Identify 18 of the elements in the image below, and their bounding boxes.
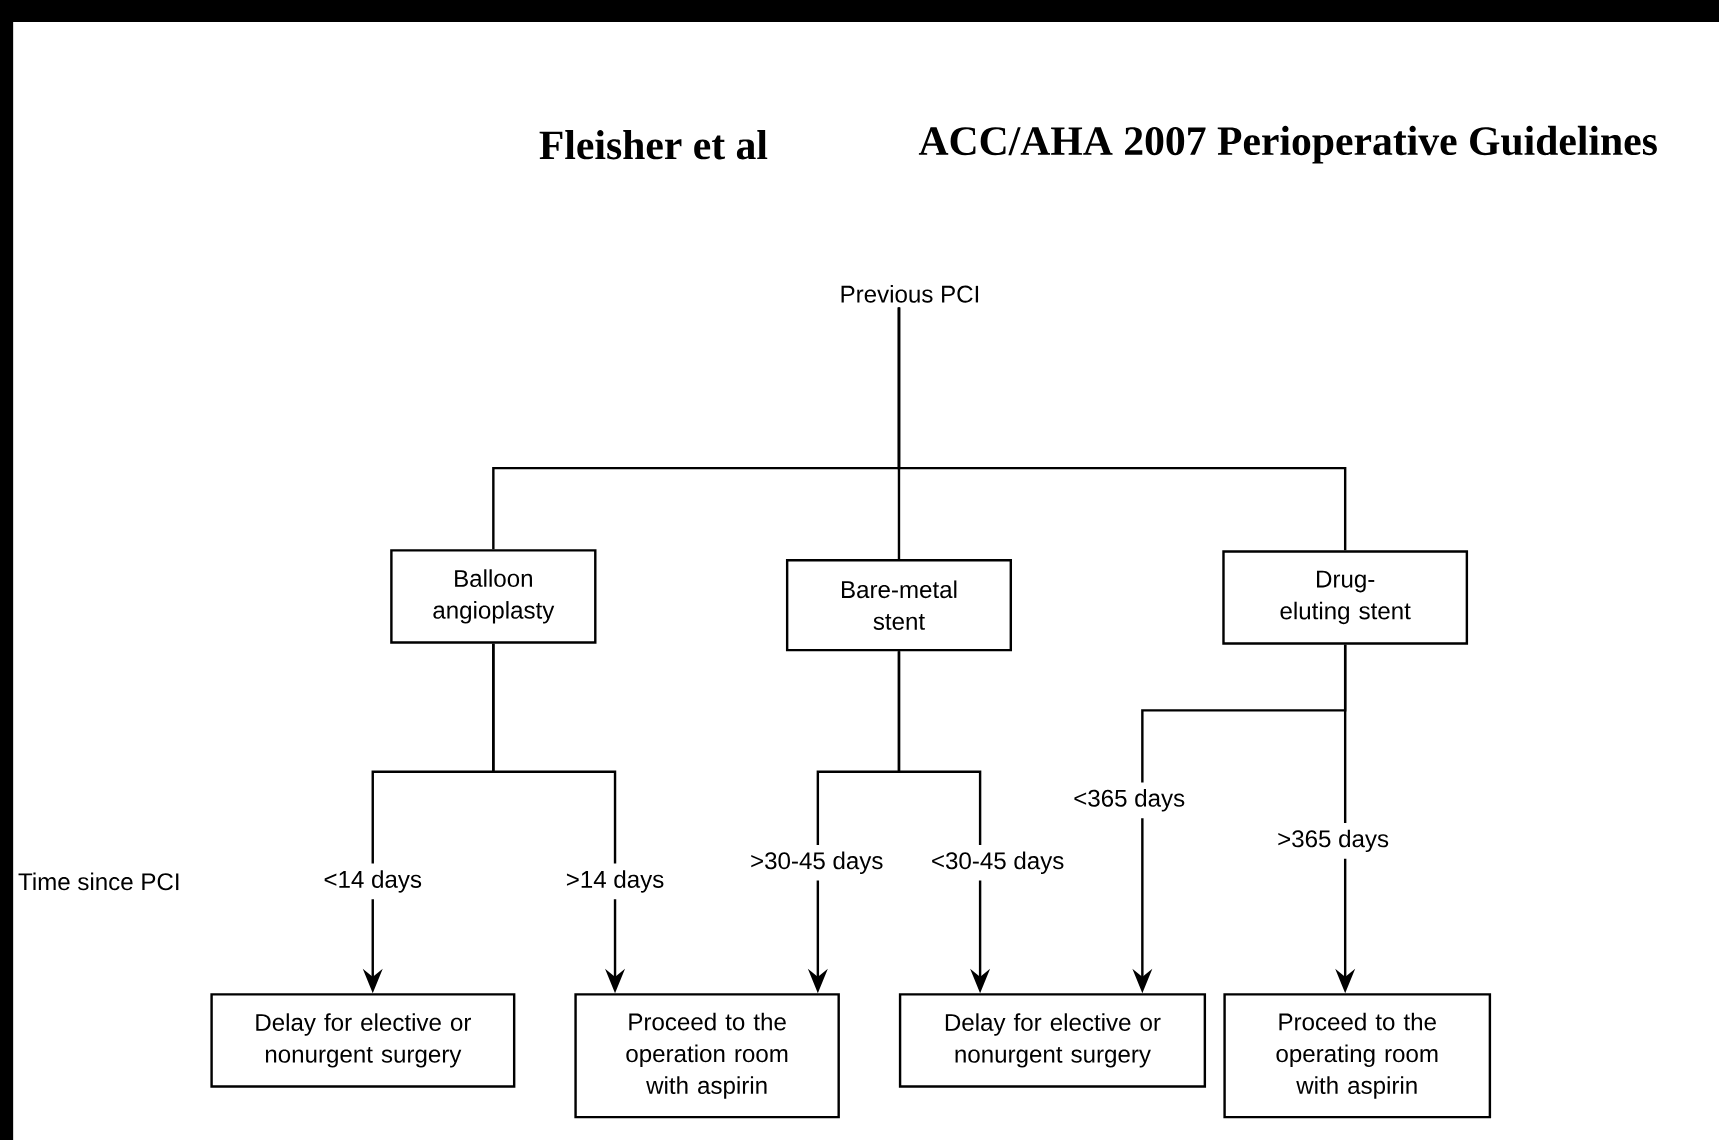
edge-label: <30-45 days: [924, 844, 1071, 881]
title: ACC/AHA 2007 Perioperative Guidelines: [918, 125, 1657, 164]
connector: [897, 307, 1347, 551]
process-box: Drug-eluting stent: [1222, 550, 1469, 645]
start-label: Previous PCI: [841, 284, 979, 303]
process-box: Proceed to the operation room with aspirin: [574, 993, 840, 1119]
process-box: Proceed to the operating room with aspirin: [1223, 993, 1492, 1119]
process-box: Bare-metal stent: [785, 558, 1012, 652]
edge-label: >30-45 days: [743, 844, 891, 881]
edge-label: <14 days: [316, 863, 429, 900]
edge-label: >365 days: [1270, 823, 1396, 859]
author-text: Fleisher et al: [539, 130, 768, 160]
process-box: Delay for elective or nonurgent surgery: [210, 993, 516, 1088]
axis-label: Time since PCI: [18, 872, 179, 891]
process-box: Balloon angioplasty: [390, 549, 597, 644]
process-box: Delay for elective or nonurgent surgery: [898, 993, 1207, 1088]
edge-label: >14 days: [559, 863, 671, 900]
edge-label: <365 days: [1066, 782, 1192, 819]
